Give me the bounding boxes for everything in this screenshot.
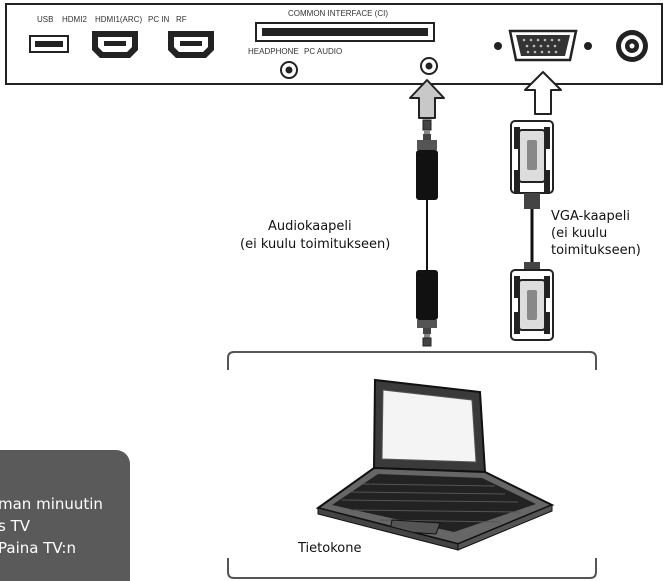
hdmi2-port-icon (92, 31, 138, 58)
audio-cable-label: Audiokaapeli (268, 219, 352, 234)
rf-coax-icon (616, 30, 648, 62)
pc-in-label: PC IN (148, 15, 170, 24)
note-box (0, 450, 130, 581)
note-line-1: man minuutin (0, 495, 103, 513)
vga-cable-note-2: toimitukseen) (551, 243, 641, 258)
audio-cable-note: (ei kuulu toimitukseen) (240, 237, 390, 252)
usb-label: USB (37, 15, 53, 24)
ci-label: COMMON INTERFACE (CI) (288, 9, 388, 18)
rf-label: RF (176, 15, 187, 24)
computer-frame (227, 351, 597, 579)
vga-cable-icon (510, 120, 554, 341)
note-line-3: Paina TV:n (0, 539, 76, 557)
vga-cable-label: VGA-kaapeli (551, 209, 630, 224)
audio-arrow-icon (409, 79, 445, 119)
vga-port-icon (494, 29, 592, 62)
note-line-2: s TV (0, 517, 31, 535)
vga-arrow-icon (524, 71, 562, 115)
laptop-icon (315, 378, 555, 551)
headphone-label: HEADPHONE (248, 47, 299, 56)
headphone-jack-icon (280, 61, 298, 79)
usb-port-icon (29, 35, 69, 53)
hdmi2-label: HDMI2 (62, 15, 87, 24)
vga-cable-note-1: (ei kuulu (551, 226, 607, 241)
ci-slot-icon (255, 22, 435, 42)
pc-audio-jack-icon (420, 57, 438, 75)
hdmi1-arc-label: HDMI1(ARC) (95, 15, 142, 24)
hdmi1-port-icon (168, 31, 214, 58)
audio-cable-icon (416, 119, 438, 347)
computer-label: Tietokone (297, 541, 361, 556)
pc-audio-label: PC AUDIO (304, 47, 342, 56)
